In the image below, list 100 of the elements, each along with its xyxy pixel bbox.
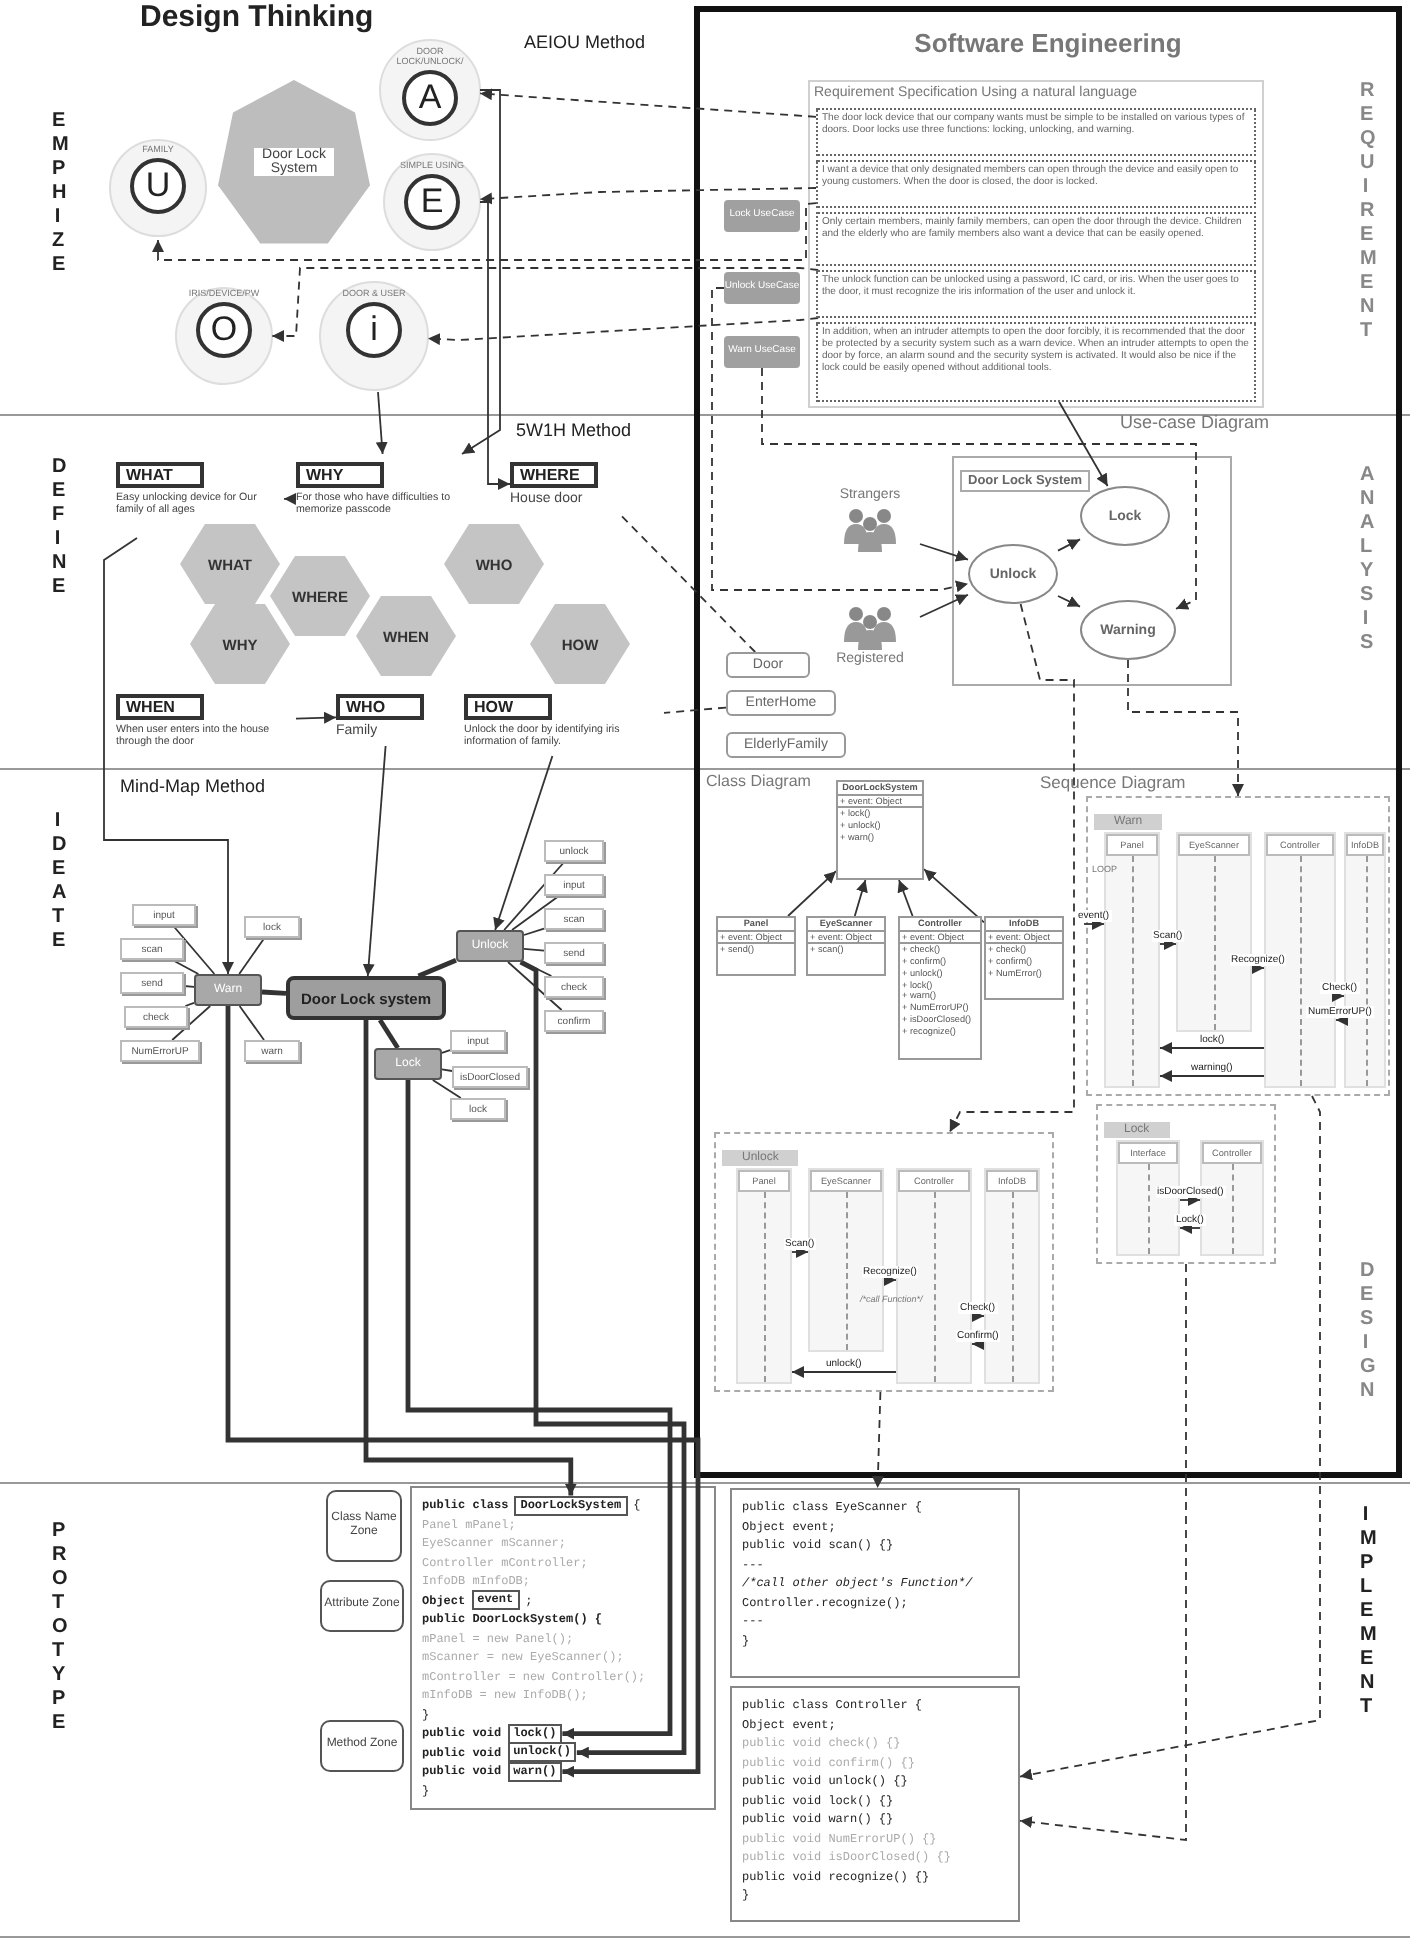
- mind-map-leaf: [544, 942, 604, 964]
- requirement-box: [816, 212, 1256, 266]
- code-box: [730, 1488, 1020, 1678]
- arrow: [1019, 1095, 1321, 1781]
- arrow: [787, 870, 837, 917]
- arrow: [948, 603, 1075, 1133]
- mind-map-leaf: [132, 904, 196, 926]
- connector-line: [431, 1079, 462, 1099]
- arrow: [152, 202, 817, 261]
- arrow: [1019, 1263, 1187, 1841]
- connector-line: [618, 513, 757, 653]
- arrow: [1332, 990, 1345, 1002]
- arrow: [225, 1006, 701, 1778]
- phase-label: EMPHIZE: [52, 110, 64, 278]
- heading-box: WHO: [336, 694, 424, 720]
- use-case-ellipse: [1080, 486, 1170, 546]
- arrow: [897, 879, 914, 917]
- zone-box: [320, 1720, 404, 1772]
- phase-label: REQUIREMENT: [1360, 80, 1372, 344]
- requirement-box: [816, 108, 1256, 156]
- phase-label: ANALYSIS: [1360, 464, 1372, 656]
- heading-box: WHAT: [116, 462, 204, 488]
- arrow: [1083, 918, 1105, 930]
- arrow: [1057, 595, 1081, 608]
- connector-line: [172, 925, 216, 975]
- arrow: [363, 1020, 577, 1496]
- connector-line: [503, 861, 566, 931]
- mind-map-leaf: [244, 916, 300, 938]
- arrow: [871, 1391, 884, 1489]
- arrow: [883, 1274, 897, 1286]
- mind-map-leaf: [120, 938, 184, 960]
- class-box: [716, 916, 796, 976]
- arrow: [479, 187, 817, 205]
- mind-map-leaf: [244, 1040, 300, 1062]
- mind-map-root: [286, 976, 446, 1020]
- heading-box: WHEN: [116, 694, 204, 720]
- arrow: [461, 89, 501, 455]
- section-box: [808, 80, 1264, 408]
- mind-map-leaf: [544, 1010, 604, 1032]
- section-title: 5W1H Method: [516, 420, 632, 440]
- connector-line: [184, 1001, 195, 1007]
- arrow: [1179, 1194, 1201, 1206]
- arrow: [271, 267, 820, 342]
- arrow: [375, 391, 388, 455]
- section-title: Use-case Diagram: [1120, 412, 1270, 432]
- connector-line: [523, 947, 545, 952]
- arrow: [919, 543, 969, 562]
- requirement-box: [816, 160, 1256, 208]
- arrow: [791, 1366, 897, 1378]
- zone-box: [326, 1490, 402, 1562]
- heading-box: WHY: [296, 462, 384, 488]
- mind-map-leaf: [544, 976, 604, 998]
- mind-map-leaf: [544, 840, 604, 862]
- mind-map-leaf: [120, 1040, 200, 1062]
- arrow: [519, 959, 687, 1759]
- phase-label: PROTOTYPE: [52, 1520, 64, 1736]
- arrow: [971, 1310, 985, 1322]
- requirement-box: [816, 322, 1256, 402]
- connector-line: [238, 1005, 265, 1041]
- arrow: [493, 755, 554, 931]
- mind-map-leaf: [120, 972, 184, 994]
- connector-line: [238, 937, 266, 975]
- term-box: [726, 732, 846, 758]
- class-box: [806, 916, 886, 976]
- arrow: [362, 745, 387, 977]
- class-box: [836, 780, 924, 880]
- phase-label: IDEATE: [52, 810, 64, 954]
- arrow: [919, 593, 969, 618]
- use-case-box: [724, 272, 800, 304]
- term-box: [726, 690, 836, 716]
- phase-label: DESIGN: [1360, 1260, 1372, 1404]
- class-box: [898, 916, 982, 1060]
- use-case-box: [724, 336, 800, 368]
- arrow: [1127, 659, 1244, 797]
- term-box: [726, 652, 810, 678]
- connector-line: [183, 985, 195, 988]
- arrow: [479, 201, 511, 490]
- section-title: Class Diagram: [706, 772, 811, 790]
- connector-line: [377, 1018, 400, 1050]
- arrow: [103, 537, 234, 975]
- connector-line: [511, 895, 560, 931]
- mind-map-leaf: [450, 1030, 506, 1052]
- mind-map-branch: [194, 974, 262, 1006]
- arrow: [1335, 1014, 1348, 1026]
- frame-title: Software Engineering: [912, 28, 1184, 58]
- code-box: [410, 1486, 716, 1810]
- connector-line: [523, 927, 545, 936]
- arrow: [479, 88, 817, 118]
- arrow: [1159, 1042, 1265, 1054]
- class-box: [984, 916, 1064, 1000]
- arrow: [923, 868, 985, 924]
- mind-map-leaf: [124, 1006, 188, 1028]
- arrow: [295, 711, 337, 724]
- section-title: Sequence Diagram: [1040, 772, 1186, 792]
- arrow: [1057, 538, 1081, 552]
- mind-map-leaf: [544, 908, 604, 930]
- sequence-frame: [714, 1132, 1054, 1392]
- diagram-title: Design Thinking: [140, 0, 374, 34]
- connector-line: [261, 989, 287, 996]
- arrow: [1058, 401, 1109, 487]
